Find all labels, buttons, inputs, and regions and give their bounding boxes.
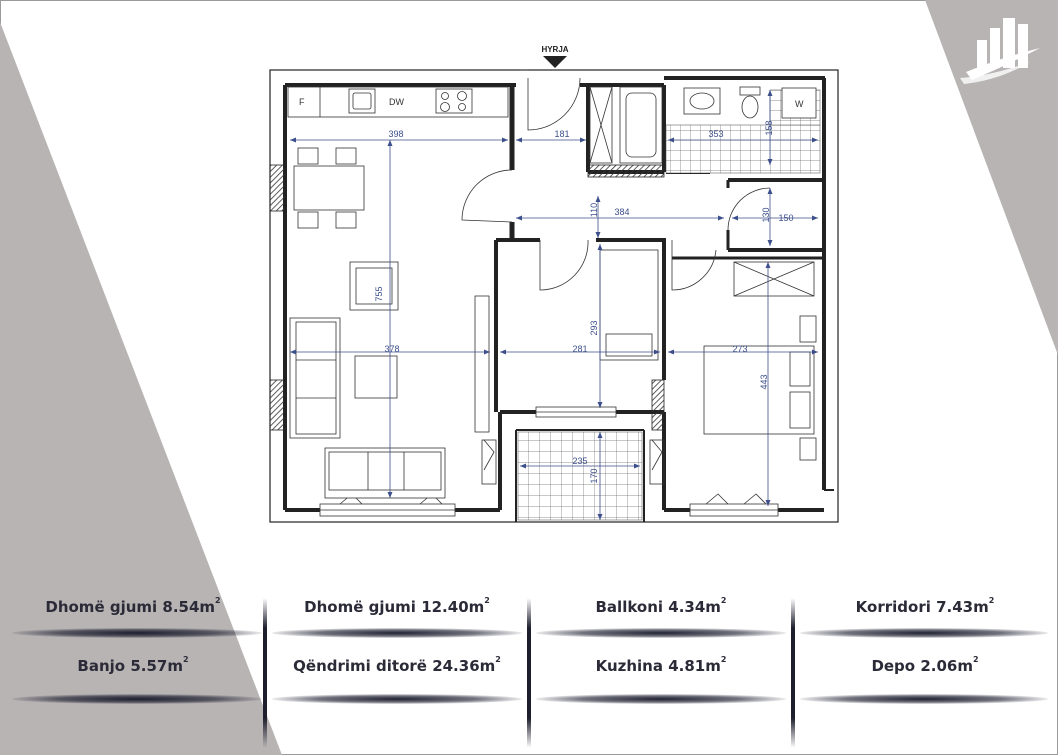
area-value: 24.36m — [432, 657, 496, 675]
dim-bath-width: 353 — [708, 129, 723, 139]
row-shadow — [536, 694, 786, 704]
dim-balcony-depth: 170 — [589, 468, 599, 483]
area-unit-sup: 2 — [720, 596, 727, 605]
area-storage: Depo 2.06m2 — [800, 655, 1050, 675]
row-shadow — [272, 694, 522, 704]
area-bedroom-2: Dhomë gjumi 12.40m2 — [272, 596, 522, 616]
row-shadow — [536, 628, 786, 638]
corridor-closet — [589, 86, 613, 164]
area-corridor: Korridori 7.43m2 — [800, 596, 1050, 616]
area-name: Kuzhina — [595, 657, 663, 675]
dim-kitchen-width: 398 — [388, 129, 403, 139]
area-kitchen: Kuzhina 4.81m2 — [536, 655, 786, 675]
corner-shape-right — [925, 0, 1058, 355]
dim-entry-width: 181 — [554, 129, 569, 139]
row-shadow — [800, 628, 1048, 638]
row-shadow — [272, 628, 522, 638]
area-unit-sup: 2 — [972, 655, 979, 664]
area-value: 12.40m — [421, 598, 485, 616]
column-divider — [263, 598, 267, 748]
area-unit-sup: 2 — [182, 655, 189, 664]
dim-living-depth: 755 — [374, 286, 384, 301]
dining-table — [293, 147, 365, 229]
area-value: 2.06m — [920, 657, 973, 675]
dim-bedroom-small-depth: 293 — [589, 320, 599, 335]
area-unit-sup: 2 — [215, 596, 221, 605]
area-unit-sup: 2 — [720, 655, 727, 664]
fixture-washer-label: W — [795, 99, 804, 109]
area-name: Korridori — [855, 598, 931, 616]
area-value: 5.57m — [130, 657, 183, 675]
dimension-lines — [290, 90, 818, 520]
plan-walls — [269, 69, 839, 523]
area-living-room: Qëndrimi ditorë 24.36m2 — [272, 655, 522, 675]
dim-balcony-width: 235 — [572, 456, 587, 466]
area-name: Banjo — [77, 657, 126, 675]
plan-hatched-walls — [269, 164, 665, 431]
living-furniture — [289, 261, 490, 499]
area-bathroom: Banjo 5.57m2 — [8, 655, 258, 675]
balcony-tiles — [517, 431, 643, 521]
bedroom-large-furniture — [703, 261, 817, 461]
dim-storage-depth: 130 — [761, 207, 771, 222]
area-value: 4.34m — [668, 598, 721, 616]
fixture-dishwasher-label: DW — [389, 97, 404, 107]
area-unit-sup: 2 — [484, 596, 490, 605]
area-unit-sup: 2 — [988, 596, 995, 605]
area-value: 4.81m — [668, 657, 721, 675]
dim-bedroom-large-width: 273 — [732, 344, 747, 354]
area-bedroom-1: Dhomë gjumi 8.54m2 — [8, 596, 258, 616]
corner-shape-left — [0, 22, 282, 755]
dim-bedroom-large-depth: 443 — [759, 374, 769, 389]
plan-windows — [319, 406, 779, 517]
building-logo-icon — [960, 18, 1040, 84]
bedroom-small-furniture — [599, 249, 659, 361]
area-name: Dhomë gjumi — [304, 598, 416, 616]
dim-bedroom-small-width: 281 — [572, 344, 587, 354]
area-name: Qëndrimi ditorë — [293, 657, 427, 675]
column-divider — [791, 598, 795, 748]
row-shadow — [12, 628, 262, 638]
area-name: Ballkoni — [595, 598, 664, 616]
fixture-fridge-label: F — [299, 97, 305, 107]
dim-bath-depth: 158 — [764, 120, 774, 135]
area-name: Depo — [871, 657, 916, 675]
kitchen-counter — [287, 86, 509, 118]
dim-corridor-width: 384 — [614, 207, 629, 217]
bathroom-fixtures — [619, 86, 821, 174]
dim-living-width: 378 — [384, 344, 399, 354]
dim-corridor-depth: 110 — [589, 203, 599, 217]
dim-storage-width: 150 — [778, 213, 793, 223]
area-unit-sup: 2 — [495, 655, 501, 664]
row-shadow — [12, 694, 262, 704]
row-shadow — [800, 694, 1048, 704]
area-balcony: Ballkoni 4.34m2 — [536, 596, 786, 616]
entrance-arrow-icon — [543, 56, 567, 68]
area-value: 8.54m — [162, 598, 216, 616]
entrance-label: HYRJA — [541, 45, 568, 54]
area-name: Dhomë gjumi — [45, 598, 158, 616]
area-value: 7.43m — [936, 598, 989, 616]
column-divider — [527, 598, 531, 748]
